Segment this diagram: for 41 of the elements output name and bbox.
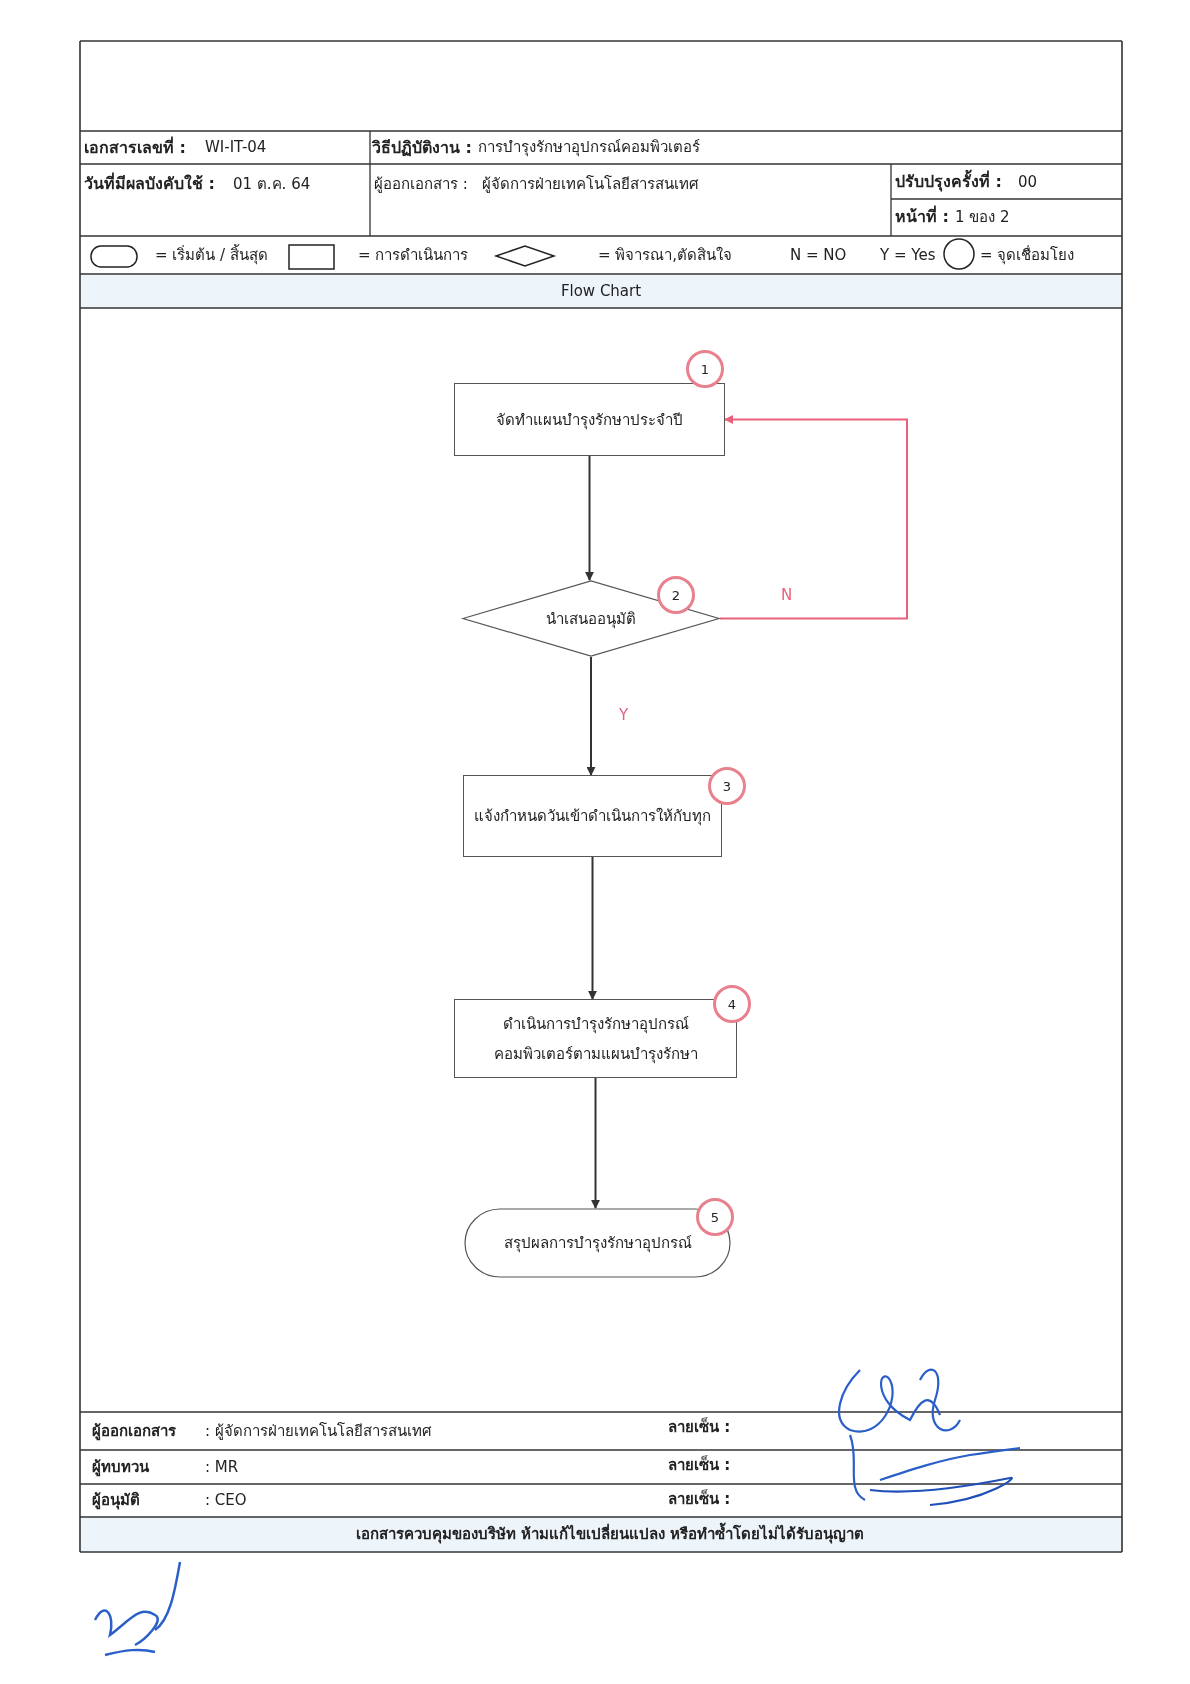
legend-note: N = NO <box>790 245 847 266</box>
field-label: หน้าที่ : <box>895 204 949 228</box>
legend-label: = พิจารณา,ตัดสินใจ <box>598 245 733 266</box>
field-value: : CEO <box>205 1490 247 1511</box>
section-heading: Flow Chart <box>560 281 642 302</box>
field-label: ผู้ทบทวน <box>92 1457 149 1479</box>
field-label: วิธีปฏิบัติงาน : <box>372 137 472 159</box>
arrow <box>588 856 597 1000</box>
arrow <box>719 415 908 620</box>
field-value: 1 ของ 2 <box>955 207 1010 228</box>
field-value: ผู้จัดการฝ่ายเทคโนโลยีสารสนเทศ <box>482 174 699 195</box>
field-label: เอกสารเลขที่ : <box>84 135 186 159</box>
step-number-circle: 1 <box>686 350 724 388</box>
step-number-circle: 5 <box>696 1198 734 1236</box>
arrow <box>585 455 594 581</box>
step-number-circle: 4 <box>713 985 751 1023</box>
legend-label: = จุดเชื่อมโยง <box>980 244 1075 267</box>
signature-label: ลายเซ็น : <box>668 1416 731 1438</box>
process-box: แจ้งกำหนดวันเข้าดำเนินการให้กับทุก <box>463 775 722 857</box>
field-label: ผู้ออกเอกสาร <box>92 1421 176 1443</box>
arrow <box>586 656 596 776</box>
process-box: จัดทำแผนบำรุงรักษาประจำปี <box>454 383 725 456</box>
field-value: 00 <box>1018 172 1038 193</box>
signature-label: ลายเซ็น : <box>668 1488 731 1510</box>
arrow <box>591 1077 600 1209</box>
field-value: 01 ต.ค. 64 <box>233 174 311 195</box>
legend-label: = การดำเนินการ <box>358 245 469 266</box>
footer-note: เอกสารควบคุมของบริษัท ห้ามแก้ไขเปลี่ยนแปลง หรือทำซ้ำโดยไม่ได้รับอนุญาต <box>355 1517 865 1552</box>
field-label: ผู้ออกเอกสาร : <box>374 174 468 195</box>
field-value: : ผู้จัดการฝ่ายเทคโนโลยีสารสนเทศ <box>205 1421 432 1442</box>
field-label: ปรับปรุงครั้งที่ : <box>895 166 1002 198</box>
legend-label: = เริ่มต้น / สิ้นสุด <box>155 243 268 267</box>
field-value: WI-IT-04 <box>205 137 267 158</box>
legend-note: Y = Yes <box>880 245 936 266</box>
step-number-circle: 2 <box>657 576 695 614</box>
field-value: การบำรุงรักษาอุปกรณ์คอมพิวเตอร์ <box>478 137 700 159</box>
field-label: วันที่มีผลบังคับใช้ : <box>84 171 215 195</box>
signature-label: ลายเซ็น : <box>668 1454 731 1476</box>
field-value: : MR <box>205 1457 239 1478</box>
step-number-circle: 3 <box>708 767 746 805</box>
field-label: ผู้อนุมัติ <box>92 1490 140 1512</box>
